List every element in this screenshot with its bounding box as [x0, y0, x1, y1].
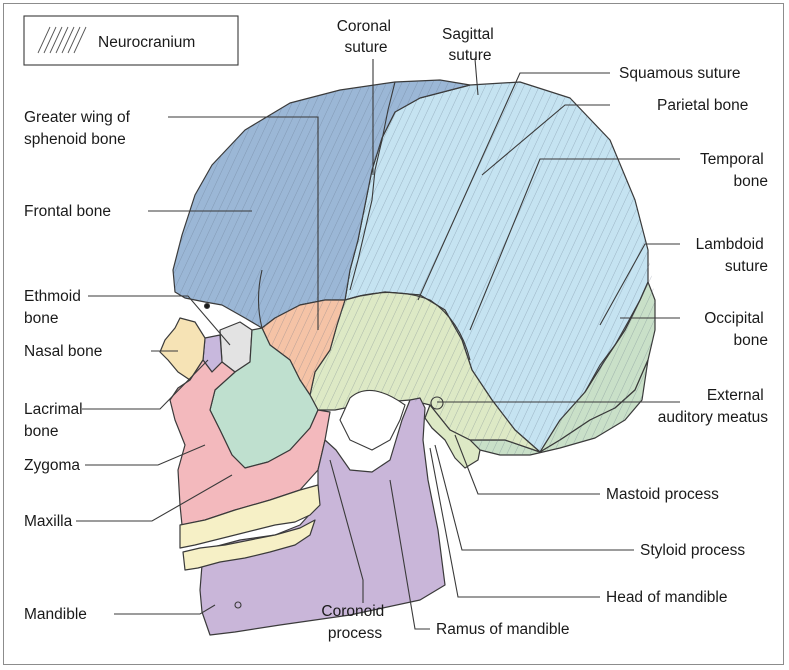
squamous-suture-label: Squamous suture — [619, 65, 741, 82]
ramus-of-mandible-label: Ramus of mandible — [436, 621, 570, 638]
styloid-process-label: Styloid process — [640, 542, 745, 559]
ethmoid-bone-label: Ethmoid bone — [24, 288, 85, 327]
external-auditory-meatus-label: External auditory meatus — [658, 387, 769, 426]
head-of-mandible-label: Head of mandible — [606, 589, 728, 606]
occipital-bone-label: Occipital bone — [704, 310, 768, 349]
legend-label: Neurocranium — [98, 34, 195, 51]
greater-wing-label: Greater wing of sphenoid bone — [24, 109, 134, 148]
parietal-bone-label: Parietal bone — [657, 97, 748, 114]
temporal-bone-label: Temporal bone — [700, 151, 768, 190]
mandible-label: Mandible — [24, 606, 87, 623]
lambdoid-suture-label: Lambdoid suture — [696, 236, 768, 275]
nasal-bone-label: Nasal bone — [24, 343, 102, 360]
coronoid-process-label: Coronoid process — [321, 603, 388, 642]
zygoma-label: Zygoma — [24, 457, 80, 474]
coronal-suture-label: Coronal suture — [337, 18, 396, 56]
frontal-bone-label: Frontal bone — [24, 203, 111, 220]
supraorbital-foramen — [205, 304, 210, 309]
lacrimal-bone-label: Lacrimal bone — [24, 401, 87, 440]
legend: Neurocranium — [24, 16, 238, 65]
maxilla-label: Maxilla — [24, 513, 73, 530]
mastoid-process-label: Mastoid process — [606, 486, 719, 503]
sagittal-suture-label: Sagittal suture — [442, 26, 498, 64]
